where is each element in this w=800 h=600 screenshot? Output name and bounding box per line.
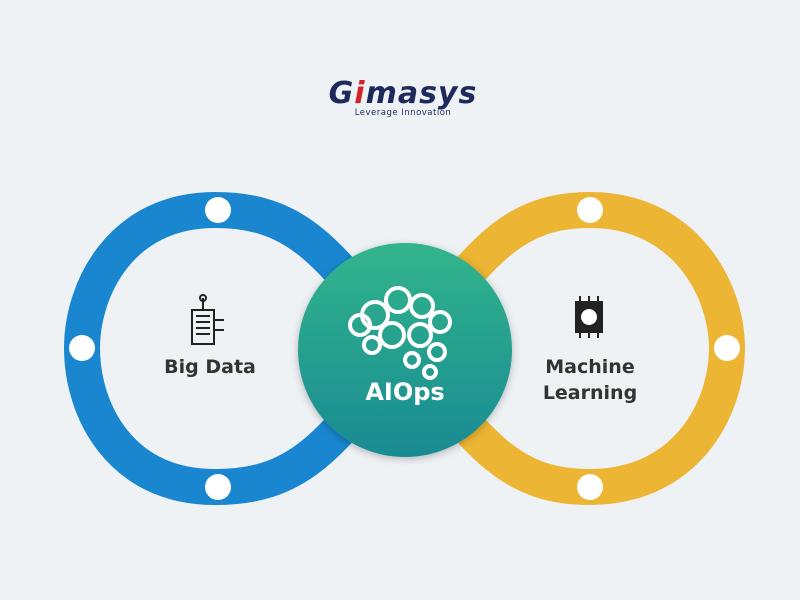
dot: [69, 335, 95, 361]
loop-dots: [69, 197, 740, 500]
aiops-label: AIOps: [365, 378, 445, 406]
logo: Gimasys Leverage Innovation: [328, 76, 478, 119]
dot: [577, 197, 603, 223]
logo-name: Gimasys: [328, 76, 478, 111]
dot: [714, 335, 740, 361]
big-data-label: Big Data: [164, 356, 256, 378]
dot: [205, 197, 231, 223]
logo-tagline: Leverage Innovation: [354, 108, 452, 118]
chip-brain-icon: [575, 296, 603, 338]
dot: [205, 474, 231, 500]
label-line: Machine: [545, 356, 635, 378]
dot: [577, 474, 603, 500]
server-icon: [191, 294, 224, 345]
gear-brain-icon: [348, 286, 452, 380]
machine-learning-label: Machine Learning: [530, 354, 650, 406]
aiops-circle: [298, 243, 512, 457]
label-line: Learning: [542, 382, 638, 404]
